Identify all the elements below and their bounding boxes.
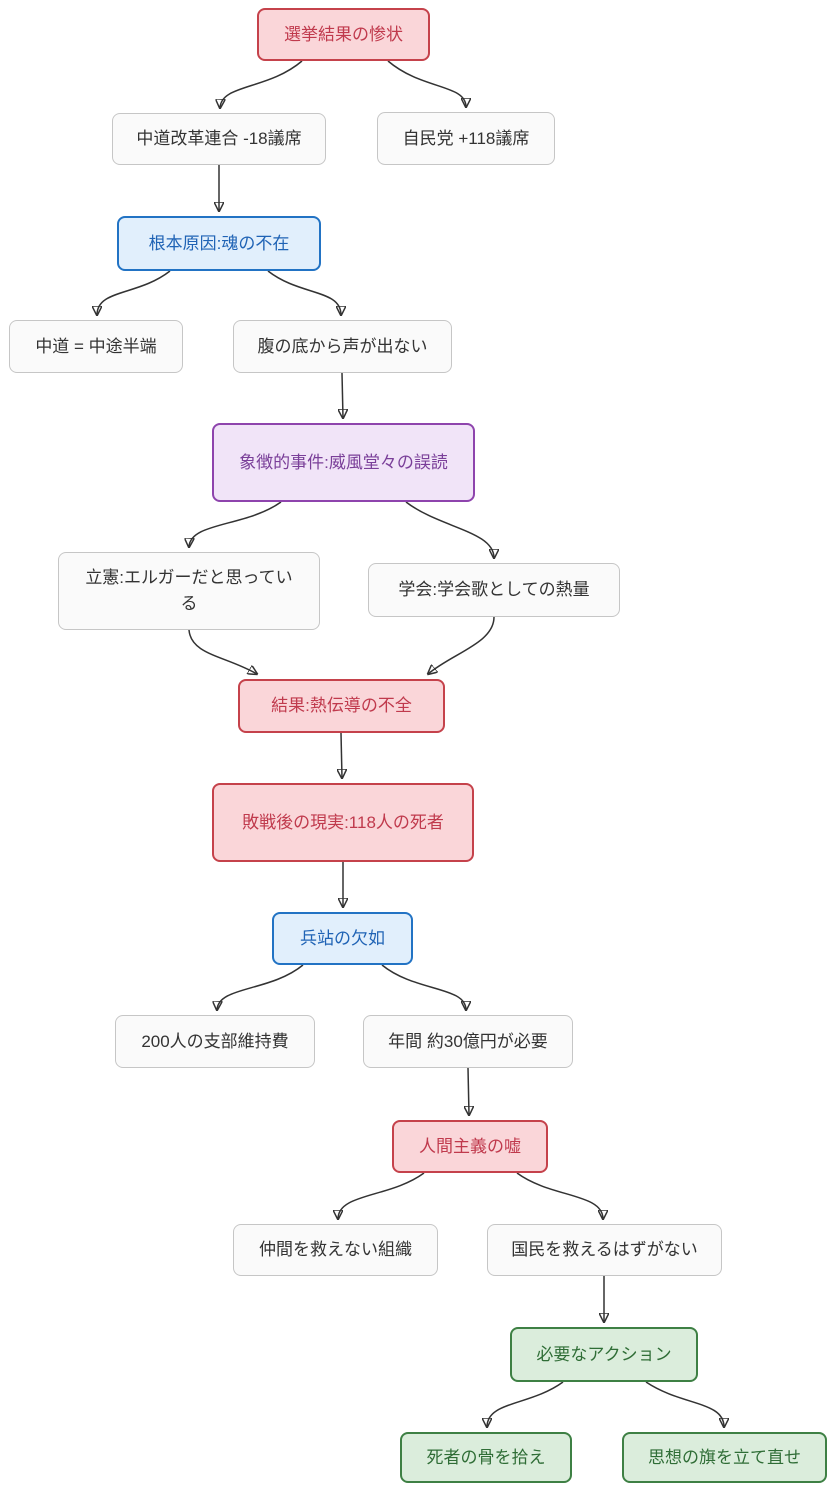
node-label: 象徴的事件:威風堂々の誤読: [239, 452, 448, 472]
node-required-action: 必要なアクション: [510, 1327, 698, 1382]
node-annual-cost: 年間 約30億円が必要: [363, 1015, 573, 1068]
node-label: 年間 約30億円が必要: [388, 1031, 548, 1051]
node-election-result: 選挙結果の惨状: [257, 8, 430, 61]
node-cannot-save-comrades: 仲間を救えない組織: [233, 1224, 438, 1276]
edge-O-Q: [516, 1172, 603, 1219]
node-humanism-lie: 人間主義の嘘: [392, 1120, 548, 1173]
edge-D-E: [97, 270, 171, 315]
node-label: 敗戦後の現実:118人の死者: [242, 812, 444, 832]
node-label: 中道改革連合 -18議席: [136, 129, 302, 148]
node-logistics-lack: 兵站の欠如: [272, 912, 413, 965]
node-gakkai-song: 学会:学会歌としての熱量: [368, 563, 620, 617]
node-label: 中道 = 中途半端: [35, 336, 157, 356]
edge-L-N: [381, 964, 466, 1010]
edge-G-I: [405, 501, 494, 558]
edge-A-C: [387, 60, 466, 107]
node-heat-transfer-failure: 結果:熱伝導の不全: [238, 679, 445, 733]
edge-R-S: [487, 1381, 564, 1427]
node-chudo-halfway: 中道 = 中途半端: [9, 320, 183, 373]
node-label: 死者の骨を拾え: [426, 1447, 546, 1467]
node-label: 必要なアクション: [536, 1344, 672, 1364]
node-cannot-save-nation: 国民を救えるはずがない: [487, 1224, 722, 1276]
edge-J-K: [341, 732, 342, 778]
node-label: 選挙結果の惨状: [284, 24, 403, 44]
node-label: 学会:学会歌としての熱量: [398, 580, 590, 599]
node-label: 根本原因:魂の不在: [148, 233, 290, 253]
node-postwar-reality: 敗戦後の現実:118人の死者: [212, 783, 474, 862]
node-label: 仲間を救えない組織: [259, 1240, 412, 1259]
node-label: 腹の底から声が出ない: [257, 336, 428, 356]
node-label: 自民党 +118議席: [402, 128, 530, 148]
edge-A-B: [220, 60, 303, 108]
edge-F-G: [342, 372, 343, 418]
node-rebuild-flag: 思想の旗を立て直せ: [622, 1432, 827, 1483]
node-label: 立憲:エルガーだと思っている: [85, 568, 293, 613]
node-root-cause: 根本原因:魂の不在: [117, 216, 321, 271]
node-symbolic-event: 象徴的事件:威風堂々の誤読: [212, 423, 475, 502]
node-label: 200人の支部維持費: [141, 1031, 289, 1051]
node-label: 国民を救えるはずがない: [511, 1240, 698, 1259]
node-label: 人間主義の嘘: [419, 1136, 521, 1156]
edge-N-O: [468, 1067, 469, 1115]
edge-G-H: [189, 501, 282, 547]
node-rikken-elgar: 立憲:エルガーだと思っている: [58, 552, 320, 630]
node-ldp-seats: 自民党 +118議席: [377, 112, 555, 165]
node-chudo-coalition-seats: 中道改革連合 -18議席: [112, 113, 326, 165]
node-label: 兵站の欠如: [300, 928, 385, 948]
node-label: 結果:熱伝導の不全: [271, 696, 412, 715]
edge-D-F: [267, 270, 341, 315]
edge-L-M: [217, 964, 304, 1010]
edge-O-P: [338, 1172, 425, 1219]
node-gather-bones: 死者の骨を拾え: [400, 1432, 572, 1483]
node-no-voice: 腹の底から声が出ない: [233, 320, 452, 373]
node-label: 思想の旗を立て直せ: [648, 1447, 801, 1467]
edge-I-J: [428, 616, 495, 674]
edge-H-J: [188, 629, 257, 674]
node-branch-maintenance: 200人の支部維持費: [115, 1015, 315, 1068]
edge-R-T: [645, 1381, 724, 1427]
